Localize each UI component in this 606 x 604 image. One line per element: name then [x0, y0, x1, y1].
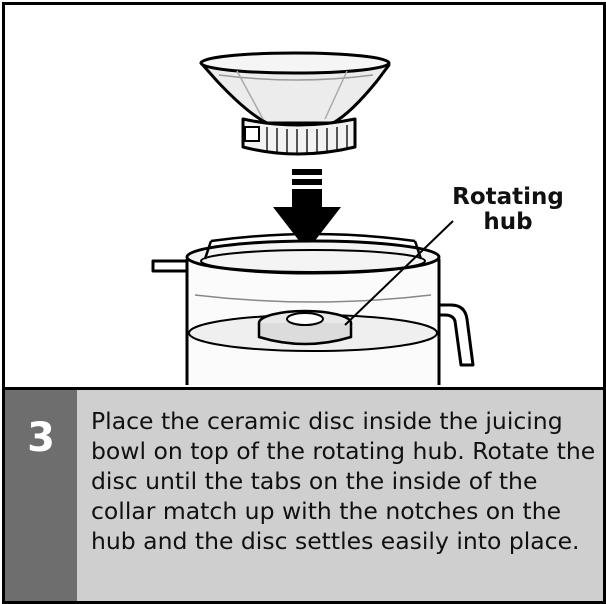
rotating-hub-callout: Rotating hub [433, 185, 583, 235]
juicing-bowl-icon [151, 232, 475, 385]
callout-line-1: Rotating [452, 184, 564, 210]
ceramic-disc-icon [199, 51, 391, 156]
step-number-box: 3 [5, 390, 77, 601]
juicer-illustration [151, 51, 475, 385]
step-instruction: Place the ceramic disc inside the juicin… [91, 407, 596, 555]
down-arrow-icon [273, 169, 341, 251]
callout-leader-line [344, 220, 454, 326]
step-panel: 3 Place the ceramic disc inside the juic… [5, 387, 603, 601]
step-number: 3 [27, 415, 55, 461]
callout-line-2: hub [483, 209, 533, 235]
